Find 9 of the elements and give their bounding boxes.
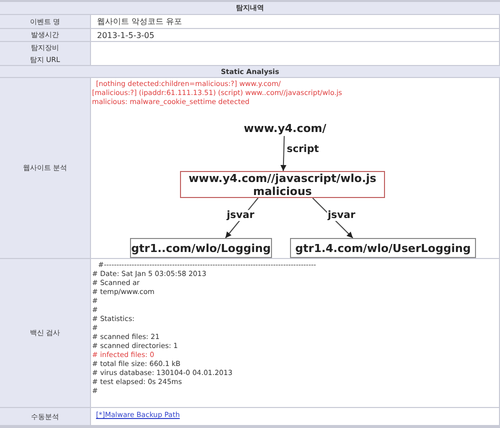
edge-label: jsvar: [226, 210, 256, 221]
url-box: gtr1..com/wlo/Logging: [130, 238, 272, 258]
table-value: 2013-1-5-3-05: [91, 29, 499, 41]
table-value: 웹사이트 악성코드 유포: [91, 15, 499, 28]
edge-label: jsvar: [326, 210, 356, 221]
url-box: www.y4.com//javascript/wlo.js malicious: [180, 171, 385, 198]
arrow: [280, 136, 286, 172]
url-label: www.y4.com/: [225, 120, 345, 136]
url-box: gtr1.4.com/wlo/UserLogging: [290, 238, 476, 258]
